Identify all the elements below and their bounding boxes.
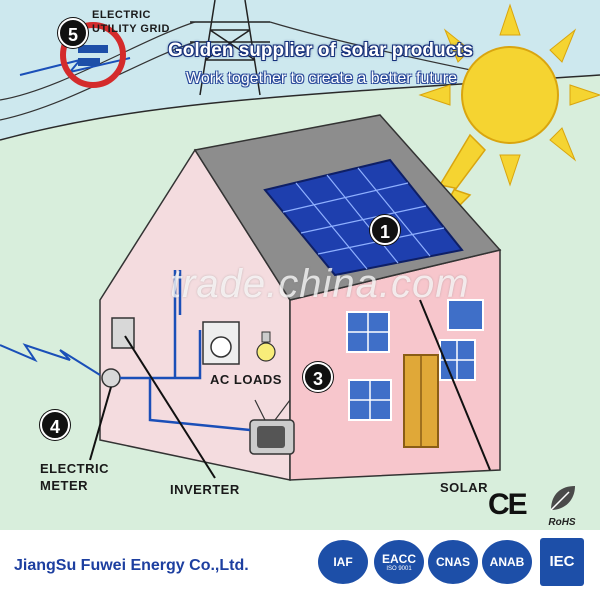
sun-icon	[418, 3, 600, 187]
solar-label: SOLAR	[440, 480, 488, 495]
inverter-label: INVERTER	[170, 482, 240, 497]
solar-panel-icon	[263, 158, 464, 277]
light-bulb-icon	[256, 331, 276, 362]
rohs-mark: RoHS	[540, 484, 584, 528]
banner-subtitle: Work together to create a better future	[186, 70, 457, 87]
leaf-icon	[550, 486, 575, 511]
electric-meter-device	[101, 368, 121, 388]
cnas-badge: CNAS	[428, 540, 478, 584]
utility-tower-icon	[190, 0, 270, 96]
electric-meter-label: ELECTRIC METER	[40, 461, 109, 493]
pointer-lines	[89, 299, 491, 479]
anab-badge: ANAB	[482, 540, 532, 584]
house-wiring	[120, 270, 251, 432]
tv-icon	[249, 399, 295, 455]
ac-loads-label: AC LOADS	[210, 372, 282, 387]
step-number-4: 4	[40, 410, 70, 440]
eacc-badge: EACC ISO 9001	[374, 540, 424, 584]
step-number-1: 1	[370, 215, 400, 245]
watermark-text: trade.china.com	[170, 262, 470, 306]
brand-logo-icon	[60, 22, 126, 88]
iec-mark: IEC	[540, 538, 584, 586]
iaf-badge: IAF	[318, 540, 368, 584]
company-name: JiangSu Fuwei Energy Co.,Ltd.	[14, 557, 249, 574]
ce-mark: CE	[488, 488, 528, 521]
step-number-5: 5	[58, 18, 88, 48]
banner-title: Golden supplier of solar products	[168, 40, 474, 61]
washer-icon	[202, 321, 240, 365]
utility-grid-label: ELECTRIC UTILITY GRID	[92, 9, 170, 35]
step-number-3: 3	[303, 362, 333, 392]
